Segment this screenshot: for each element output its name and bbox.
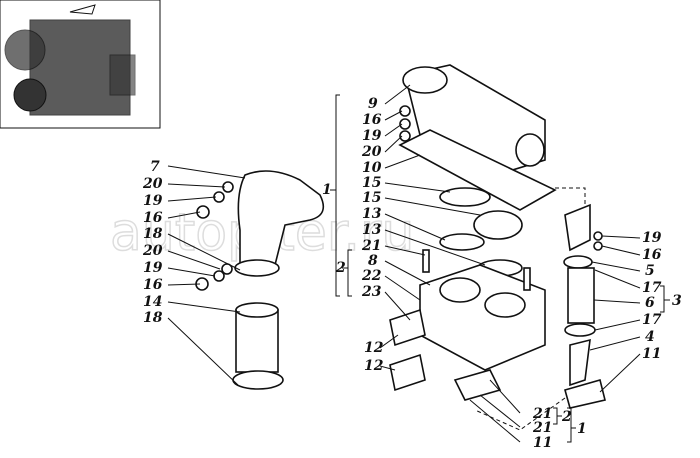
lower-labels: 12 12 21 21 11 2 1 [364,340,587,451]
callout: 7 [150,159,160,175]
callout: 5 [645,263,655,279]
callout: 21 [361,238,381,254]
callout: 22 [361,268,382,284]
callout: 18 [143,226,163,242]
callout: 15 [362,190,381,206]
callout: 13 [362,206,382,222]
callout: 16 [143,277,163,293]
callout: 19 [642,230,662,246]
engine-inset [0,0,161,129]
callout: 20 [361,144,382,160]
callout: 18 [143,310,163,326]
center-labels: 9 16 19 20 10 15 15 13 13 21 8 22 23 1 2 [322,96,382,300]
callout: 19 [362,128,382,144]
callout: 17 [642,312,662,328]
callout: 16 [642,247,662,263]
group-callout: 1 [322,182,332,198]
callout: 11 [642,346,661,362]
group-callout: 3 [672,293,682,309]
callout: 13 [362,222,382,238]
callout: 9 [368,96,378,112]
group-callout: 2 [561,409,572,425]
callout: 17 [642,280,662,296]
callout: 8 [368,253,378,269]
callout: 16 [143,210,163,226]
left-elbow-assembly [195,170,325,390]
callout: 16 [362,112,382,128]
group-callout: 1 [577,421,587,437]
callout: 23 [361,284,382,300]
right-pipe-assembly [474,187,606,431]
callout: 21 [532,420,552,436]
leader-lines [167,84,670,443]
right-labels: 19 16 5 17 6 17 4 11 3 [642,230,682,362]
callout: 14 [143,294,162,310]
left-labels: 7 20 19 16 18 20 19 16 14 18 [142,159,163,326]
callout: 15 [362,175,381,191]
callout: 20 [142,243,163,259]
callout: 20 [142,176,163,192]
callout: 19 [143,193,163,209]
callout: 10 [362,160,382,176]
callout: 4 [645,329,655,345]
callout: 11 [533,435,552,451]
callout: 21 [532,406,552,422]
thermostat-housing-assembly [389,64,557,401]
callout: 19 [143,260,163,276]
group-callout: 2 [335,260,346,276]
callout: 12 [364,358,384,374]
callout: 6 [645,295,655,311]
callout: 12 [364,340,384,356]
